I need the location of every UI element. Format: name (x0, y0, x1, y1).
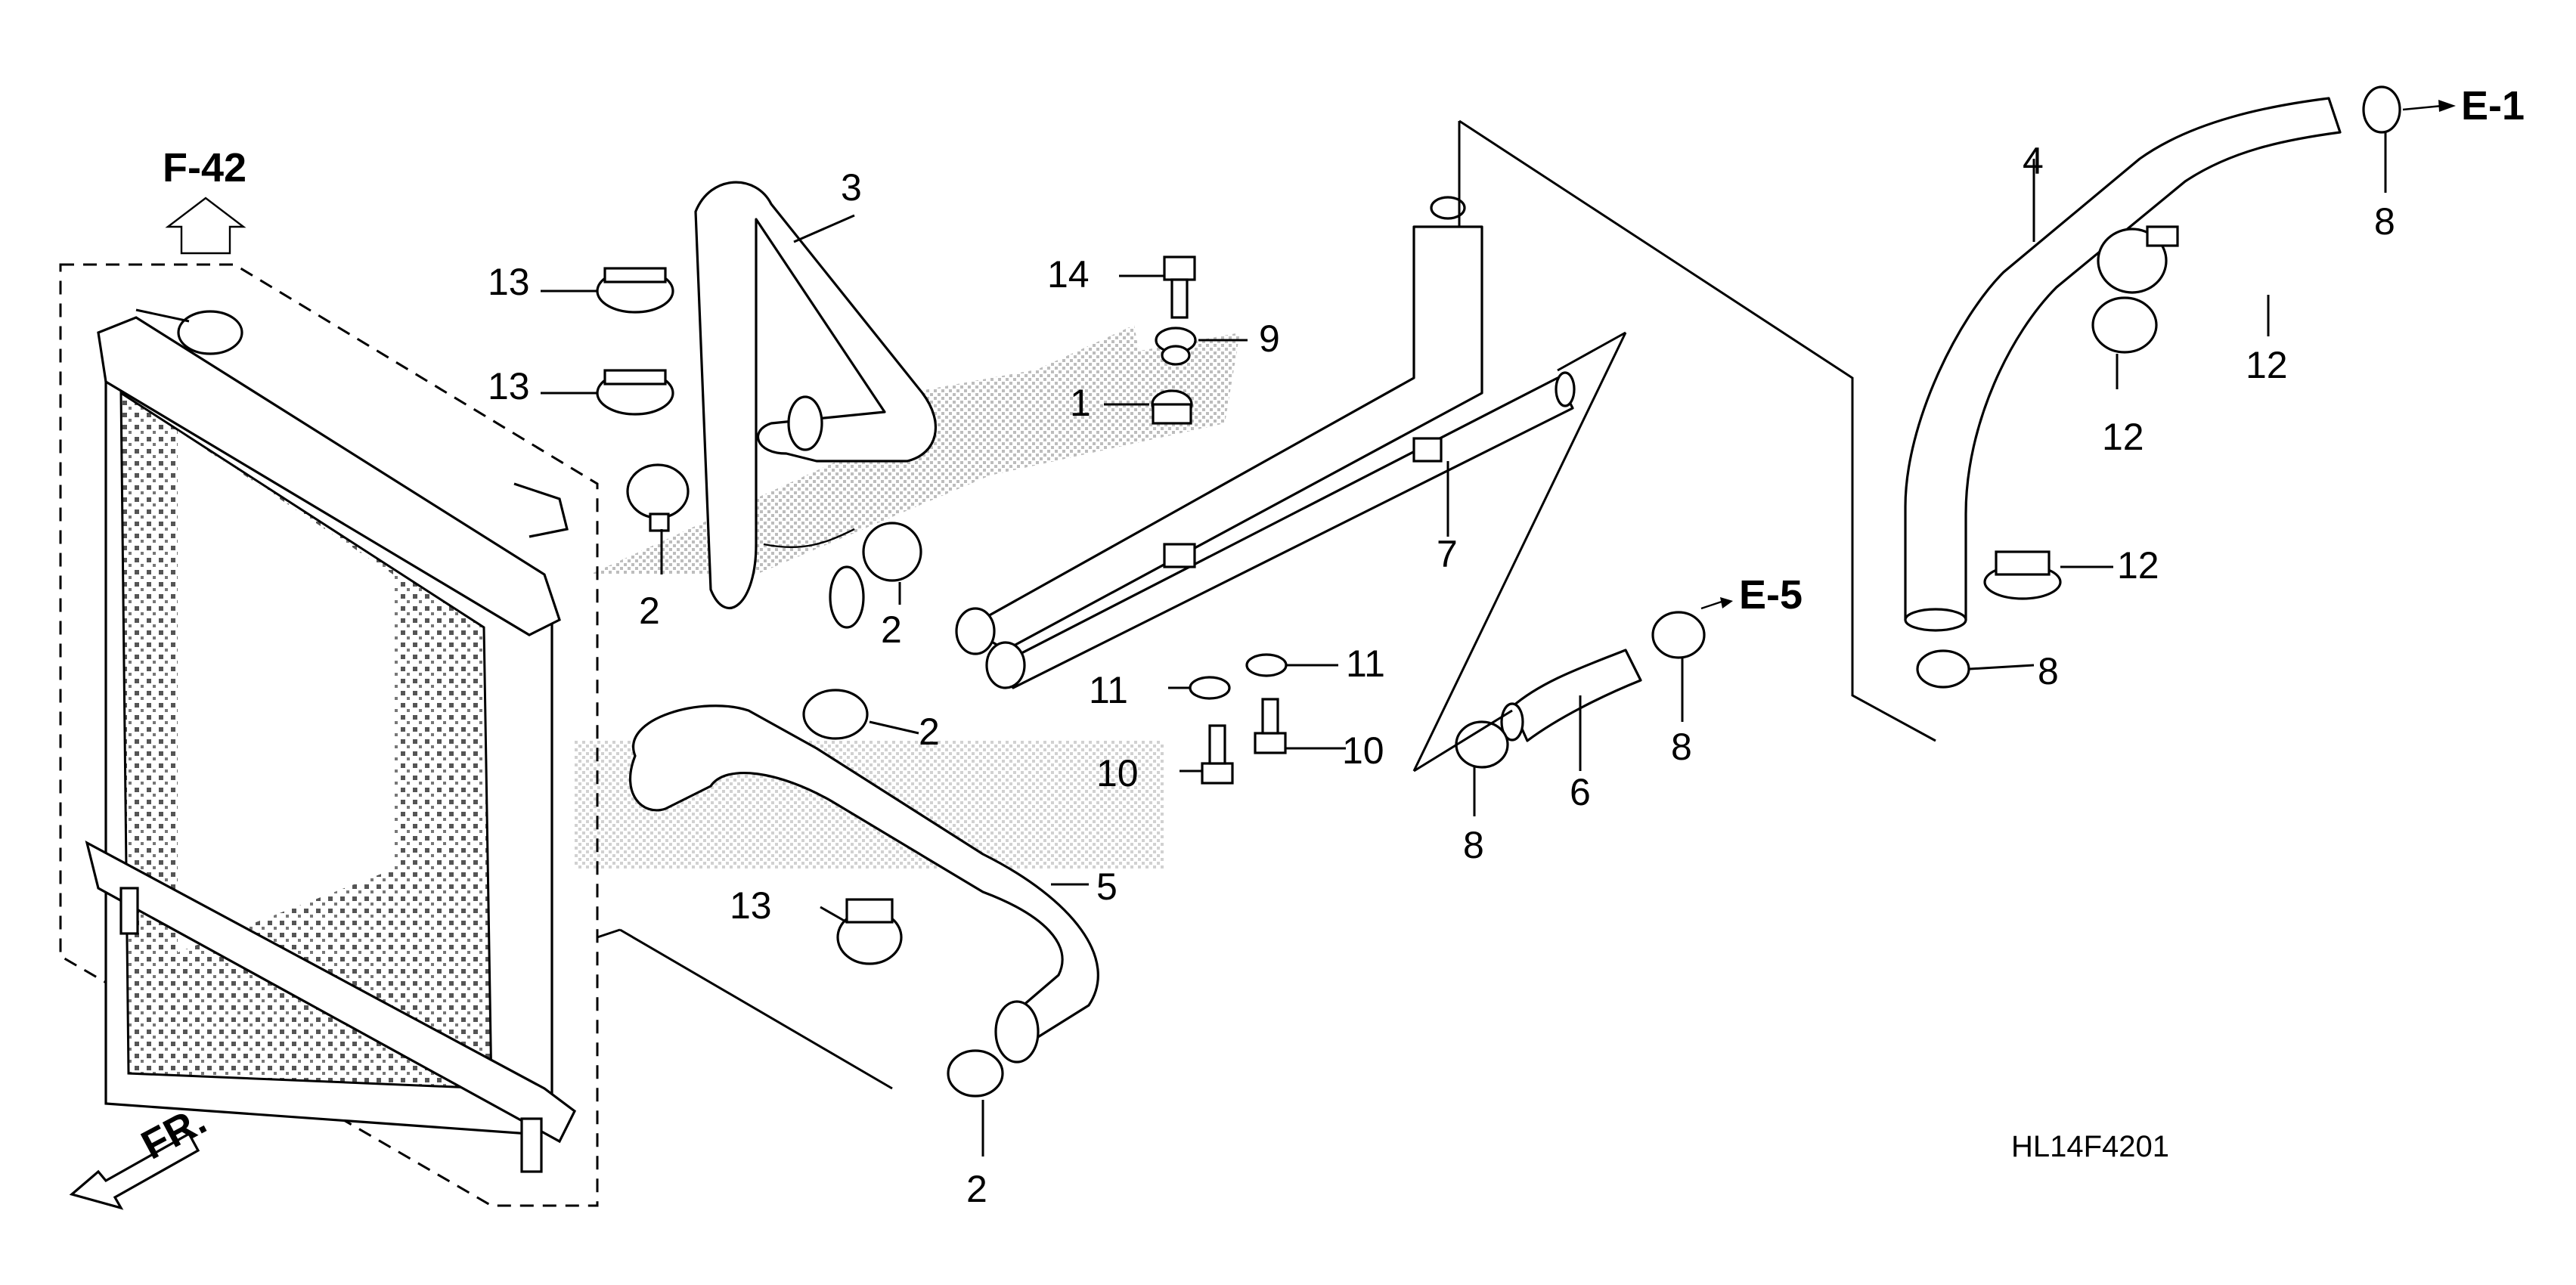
callout-13: 13 (488, 261, 530, 303)
callout-1: 1 (1070, 382, 1091, 424)
grommet-1[interactable] (1151, 389, 1193, 425)
e1-reference[interactable]: E-1 (2402, 83, 2525, 128)
f42-label: F-42 (163, 145, 246, 190)
callout-8: 8 (2038, 650, 2059, 692)
lower-radiator-hose-5[interactable] (628, 704, 1099, 1064)
washer-11-a[interactable] (1189, 676, 1231, 700)
clamp-12-c[interactable] (1983, 550, 2062, 600)
heater-hose-4[interactable] (1904, 97, 2342, 632)
callout-10: 10 (1342, 729, 1384, 772)
radiator-cap-icon (177, 310, 243, 355)
up-arrow-icon (165, 197, 246, 255)
arrow-right-icon (1720, 597, 1733, 608)
callout-numbers: 3 13 13 14 9 1 2 2 2 2 7 11 11 10 10 13 … (488, 140, 2395, 1210)
radiator-dashed-frame (59, 263, 599, 1207)
callout-6: 6 (1570, 771, 1591, 813)
clamp-2-b[interactable] (862, 522, 922, 582)
callout-2: 2 (639, 590, 660, 632)
e5-reference[interactable]: E-5 (1700, 572, 1803, 618)
upper-radiator-hose-3[interactable] (694, 181, 937, 629)
e5-label: E-5 (1739, 572, 1803, 618)
washer-11-b[interactable] (1245, 653, 1288, 677)
leader-lines (541, 119, 2387, 1156)
callout-11: 11 (1346, 642, 1385, 685)
callout-5: 5 (1096, 865, 1118, 908)
callout-8: 8 (1463, 824, 1484, 866)
callout-10: 10 (1096, 752, 1139, 794)
clamp-8-c[interactable] (1916, 649, 1970, 689)
callout-8: 8 (1671, 726, 1692, 768)
clamp-12-a[interactable] (2097, 225, 2179, 294)
callout-13: 13 (730, 884, 772, 927)
f42-reference[interactable]: F-42 (163, 145, 246, 255)
clamp-2-c[interactable] (802, 689, 869, 740)
radiator-icon (85, 308, 577, 1173)
clamp-13-a[interactable] (596, 267, 674, 314)
callout-14: 14 (1047, 253, 1090, 296)
washer-9[interactable] (1155, 327, 1197, 366)
callout-2: 2 (966, 1168, 987, 1210)
callout-2: 2 (881, 608, 902, 651)
clamp-13-c[interactable] (836, 898, 903, 965)
e1-label: E-1 (2461, 83, 2525, 128)
callout-4: 4 (2023, 140, 2044, 182)
bolt-10-a[interactable] (1201, 724, 1234, 785)
callout-2: 2 (919, 711, 940, 753)
bolt-10-b[interactable] (1254, 698, 1287, 754)
clamp-2-d[interactable] (947, 1049, 1004, 1098)
radiator-group (59, 263, 599, 1207)
callout-12: 12 (2117, 544, 2159, 587)
callout-11: 11 (1089, 669, 1128, 711)
front-arrow-icon (69, 1132, 200, 1210)
clamp-2-a[interactable] (626, 463, 690, 532)
callout-13: 13 (488, 365, 530, 407)
clamp-13-b[interactable] (596, 369, 674, 416)
clamp-12-b[interactable] (2091, 296, 2158, 354)
callout-9: 9 (1259, 317, 1280, 360)
bolt-14[interactable] (1163, 255, 1196, 319)
callout-3: 3 (841, 166, 862, 209)
callout-12: 12 (2246, 344, 2288, 386)
diagram-code: HL14F4201 (2011, 1130, 2169, 1163)
callout-7: 7 (1437, 533, 1458, 575)
arrow-right-icon (2438, 100, 2456, 112)
clamp-8-d[interactable] (2362, 85, 2401, 134)
callout-8: 8 (2374, 200, 2395, 243)
water-pipe-7[interactable] (955, 196, 1576, 689)
front-direction-indicator: FR. (69, 1098, 213, 1210)
callout-12: 12 (2102, 416, 2144, 458)
clamp-8-b[interactable] (1651, 611, 1706, 659)
bypass-hose-6[interactable] (1500, 649, 1642, 742)
